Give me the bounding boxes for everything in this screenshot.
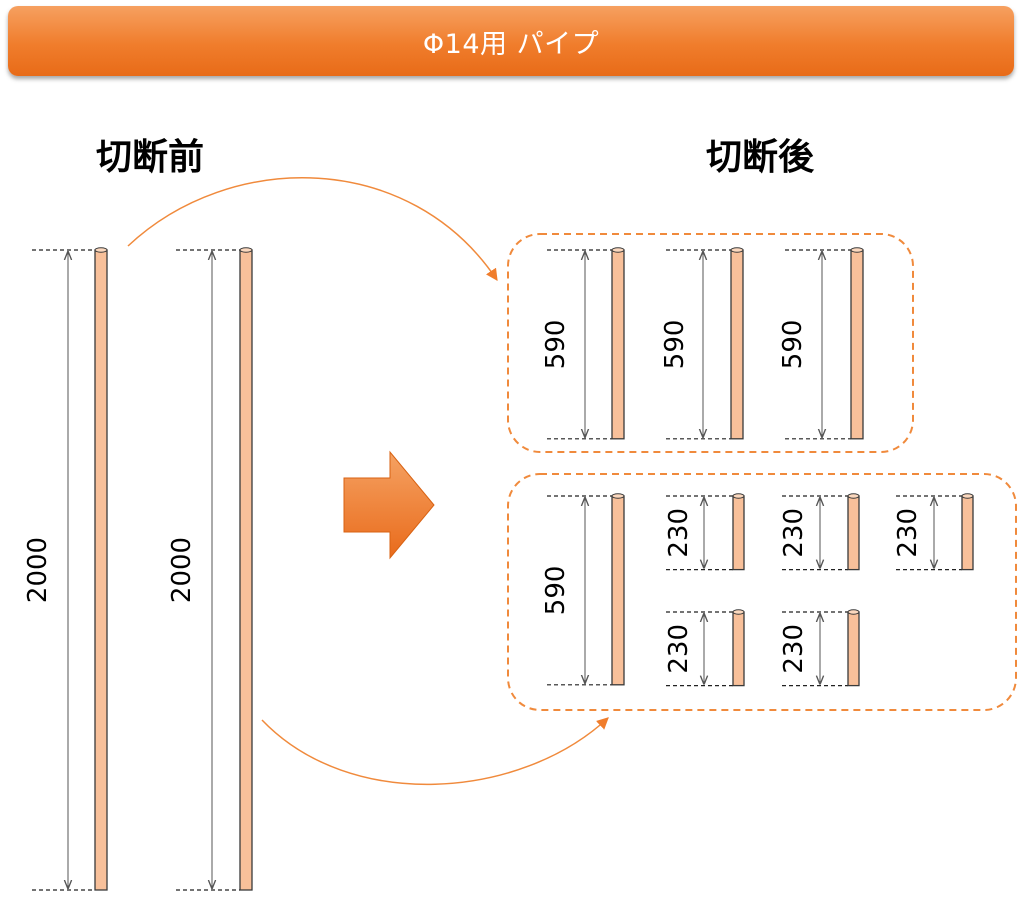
pipe-end-cap: [239, 247, 253, 253]
title-banner: Φ14用 パイプ: [8, 6, 1014, 76]
pipe-body: [732, 611, 745, 687]
pipe-end-cap: [847, 493, 860, 499]
pipe-end-cap: [730, 247, 744, 253]
pipe-body: [94, 249, 108, 891]
flow-arrow-top: [127, 177, 498, 281]
pipe-body: [847, 611, 860, 687]
pipe-end-cap: [850, 247, 864, 253]
pipe-end-cap: [961, 493, 974, 499]
process-arrow: [343, 450, 435, 560]
group-outline-2: [507, 473, 1017, 711]
dimension-label: 590: [541, 566, 571, 616]
pipe-body: [730, 249, 744, 440]
pipe-end-cap: [611, 493, 625, 499]
dimension-label: 230: [664, 624, 694, 674]
dimension-label: 2000: [167, 537, 197, 603]
dimension-label: 590: [778, 320, 808, 370]
dimension-label: 230: [779, 624, 809, 674]
pipe-end-cap: [732, 609, 745, 615]
pipe-end-cap: [94, 247, 108, 253]
pipe-body: [732, 495, 745, 571]
dimension-label: 230: [664, 508, 694, 558]
pipe-body: [847, 495, 860, 571]
pipe-body: [611, 249, 625, 440]
pipe-end-cap: [611, 247, 625, 253]
dimension-label: 590: [660, 320, 690, 370]
pipe-body: [611, 495, 625, 686]
dimension-label: 590: [541, 320, 571, 370]
pipe-body: [961, 495, 974, 571]
dimension-label: 230: [893, 508, 923, 558]
dimension-label: 230: [779, 508, 809, 558]
pipe-body: [850, 249, 864, 440]
banner-title: Φ14用 パイプ: [422, 28, 600, 60]
pipe-end-cap: [847, 609, 860, 615]
dimension-label: 2000: [23, 537, 53, 603]
heading-before: 切断前: [96, 137, 205, 178]
flow-arrow-bottom: [261, 717, 609, 786]
group-outline-1: [507, 233, 914, 453]
pipe-end-cap: [732, 493, 745, 499]
pipe-body: [239, 249, 253, 891]
heading-after: 切断後: [706, 137, 815, 178]
